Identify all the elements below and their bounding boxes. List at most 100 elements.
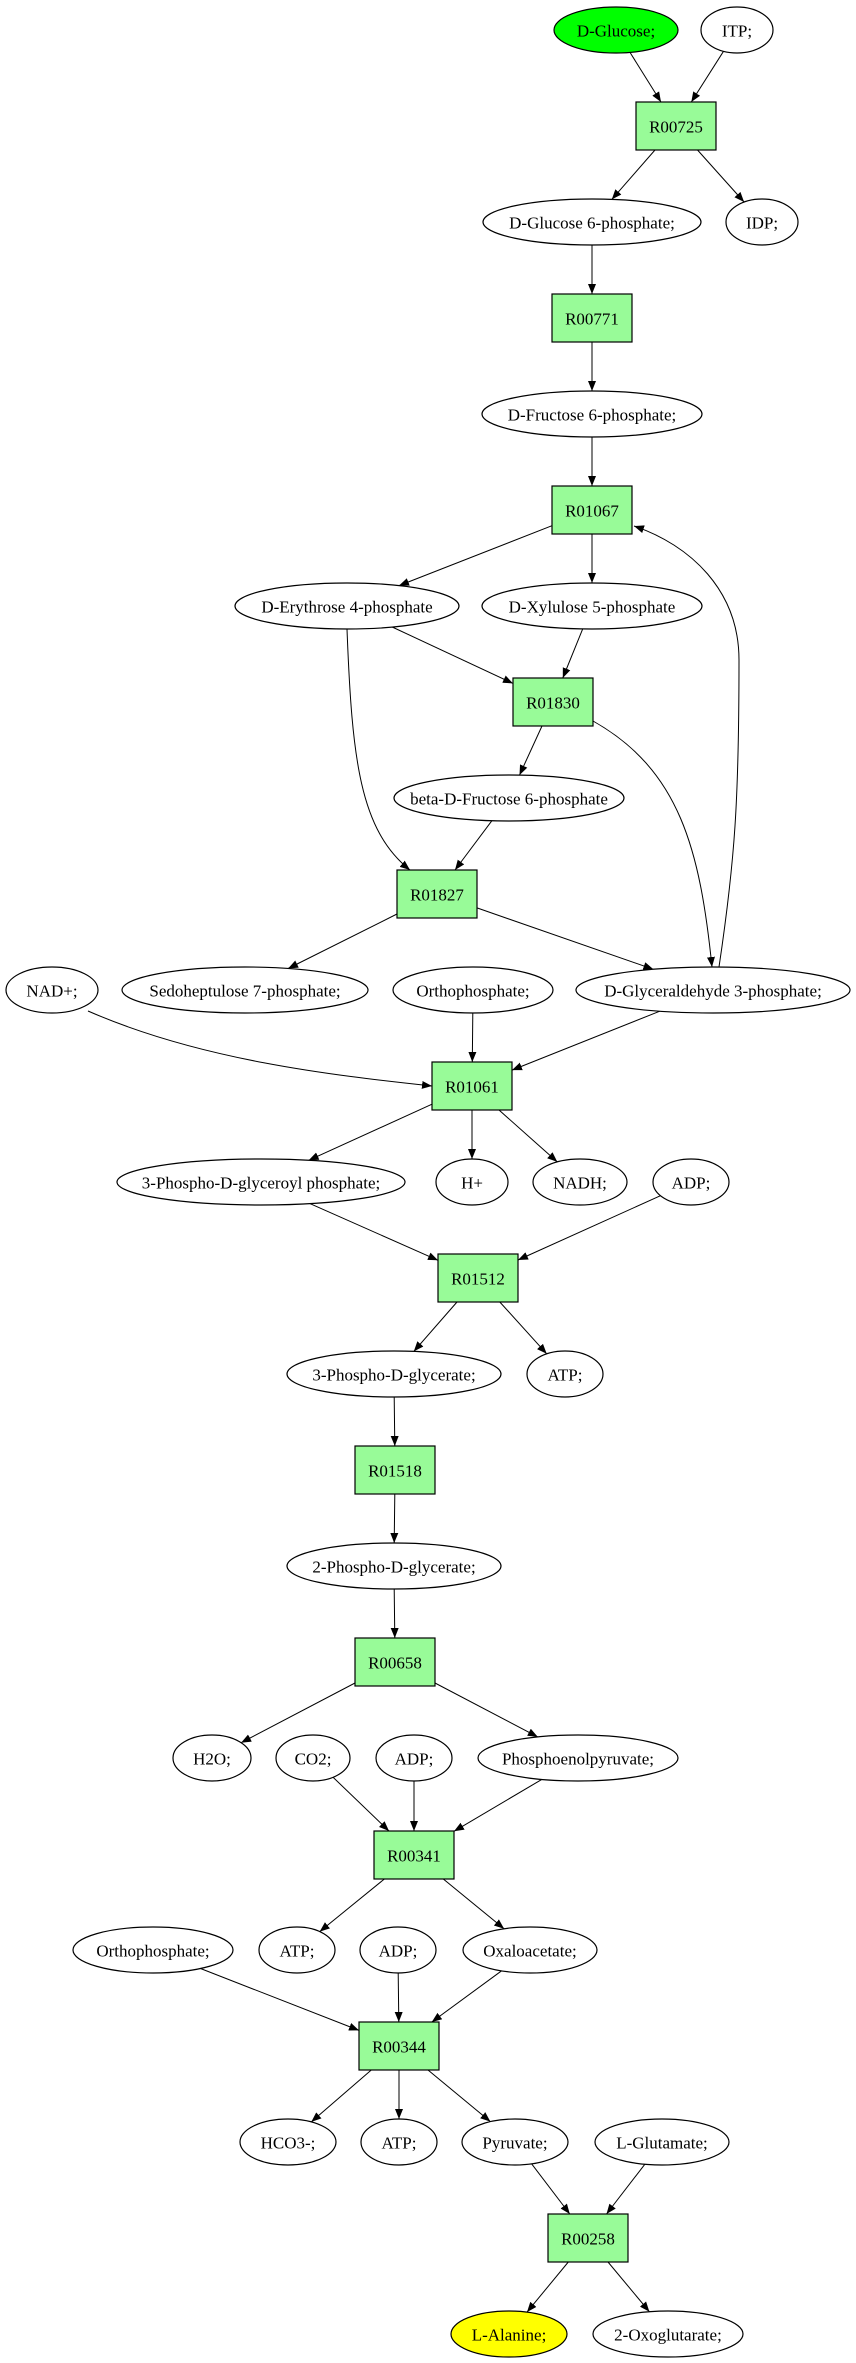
compound-node-pi2[interactable]: Orthophosphate;: [72, 1926, 234, 1974]
compound-node-glu[interactable]: L-Glutamate;: [594, 2118, 730, 2166]
compound-node-glc[interactable]: D-Glucose;: [553, 6, 679, 54]
node-label: R01061: [445, 1078, 499, 1097]
node-label: R00258: [561, 2230, 615, 2249]
edge-pg2-to-R00658: [390, 1588, 399, 1639]
compound-ellipse: [450, 2310, 568, 2358]
compound-node-adp2[interactable]: ADP;: [375, 1734, 453, 1782]
compound-node-pyr[interactable]: Pyruvate;: [461, 2118, 569, 2166]
node-label: ADP;: [672, 1174, 711, 1193]
reaction-node-R00658[interactable]: R00658: [354, 1637, 436, 1687]
compound-node-g3p[interactable]: D-Glyceraldehyde 3-phosphate;: [575, 966, 851, 1014]
node-label: HCO3-;: [261, 2134, 316, 2153]
node-label: D-Glyceraldehyde 3-phosphate;: [604, 982, 822, 1001]
node-label: L-Alanine;: [472, 2326, 547, 2345]
compound-node-adp1[interactable]: ADP;: [652, 1158, 730, 1206]
compound-node-oaa[interactable]: Oxaloacetate;: [462, 1926, 598, 1974]
node-label: Phosphoenolpyruvate;: [502, 1750, 654, 1769]
edge-R00344-to-pyr: [427, 2069, 491, 2122]
node-label: ADP;: [379, 1942, 418, 1961]
edge-R01830-to-g3p: [592, 720, 715, 968]
edges-layer: [87, 51, 745, 2313]
compound-node-atp2[interactable]: ATP;: [258, 1926, 336, 1974]
node-label: Orthophosphate;: [416, 982, 529, 1001]
node-label: IDP;: [746, 214, 778, 233]
reaction-node-R00344[interactable]: R00344: [358, 2021, 440, 2071]
node-label: ITP;: [722, 22, 752, 41]
node-label: R01827: [410, 886, 464, 905]
edge-pi2-to-R00344: [200, 1968, 360, 2031]
node-label: Pyruvate;: [482, 2134, 547, 2153]
compound-ellipse: [575, 966, 851, 1014]
node-label: Sedoheptulose 7-phosphate;: [149, 982, 340, 1001]
compound-node-bpg[interactable]: 3-Phospho-D-glyceroyl phosphate;: [116, 1158, 406, 1206]
reaction-box: [373, 1830, 455, 1880]
compound-ellipse: [592, 2310, 744, 2358]
compound-ellipse: [477, 1734, 679, 1782]
compound-node-g6p[interactable]: D-Glucose 6-phosphate;: [482, 198, 702, 246]
edge-adp3-to-R00344: [394, 1972, 403, 2023]
edge-glc-to-R00725: [629, 52, 662, 103]
edge-co2-to-R00341: [332, 1776, 390, 1832]
reaction-node-R01830[interactable]: R01830: [512, 677, 594, 727]
reaction-box: [512, 677, 594, 727]
node-label: H+: [461, 1174, 483, 1193]
node-label: D-Glucose;: [577, 22, 655, 41]
edge-R01830-to-bf6p: [519, 725, 543, 776]
compound-node-f6p[interactable]: D-Fructose 6-phosphate;: [481, 390, 703, 438]
edge-R00258-to-akg: [607, 2261, 650, 2313]
compound-node-itp[interactable]: ITP;: [700, 6, 774, 54]
reaction-node-R00725[interactable]: R00725: [635, 101, 717, 151]
node-label: CO2;: [295, 1750, 332, 1769]
reaction-node-R01512[interactable]: R01512: [437, 1253, 519, 1303]
edge-R00658-to-pep: [434, 1682, 539, 1738]
edge-R00341-to-oaa: [442, 1878, 505, 1930]
compound-node-adp3[interactable]: ADP;: [359, 1926, 437, 1974]
compound-node-atp3[interactable]: ATP;: [360, 2118, 438, 2166]
edge-pi1-to-R01061: [468, 1012, 477, 1063]
edge-pg3-to-R01518: [390, 1396, 399, 1447]
node-label: ATP;: [280, 1942, 315, 1961]
compound-node-pi1[interactable]: Orthophosphate;: [392, 966, 554, 1014]
compound-ellipse: [393, 774, 625, 822]
compound-node-pg3[interactable]: 3-Phospho-D-glycerate;: [286, 1350, 502, 1398]
compound-node-nadh[interactable]: NADH;: [532, 1158, 628, 1206]
compound-ellipse: [258, 1926, 336, 1974]
compound-node-idp[interactable]: IDP;: [725, 198, 799, 246]
compound-node-e4p[interactable]: D-Erythrose 4-phosphate: [234, 582, 460, 630]
reaction-node-R00258[interactable]: R00258: [547, 2213, 629, 2263]
compound-node-hco3[interactable]: HCO3-;: [239, 2118, 337, 2166]
node-label: ATP;: [548, 1366, 583, 1385]
compound-node-akg[interactable]: 2-Oxoglutarate;: [592, 2310, 744, 2358]
reaction-node-R00341[interactable]: R00341: [373, 1830, 455, 1880]
node-label: R01512: [451, 1270, 505, 1289]
reaction-node-R01061[interactable]: R01061: [431, 1061, 513, 1111]
reaction-box: [547, 2213, 629, 2263]
compound-node-pep[interactable]: Phosphoenolpyruvate;: [477, 1734, 679, 1782]
node-label: D-Fructose 6-phosphate;: [508, 406, 677, 425]
reaction-node-R01827[interactable]: R01827: [396, 869, 478, 919]
compound-node-h2o[interactable]: H2O;: [172, 1734, 252, 1782]
compound-ellipse: [275, 1734, 351, 1782]
edge-R01061-to-nadh: [498, 1109, 558, 1163]
compound-node-x5p[interactable]: D-Xylulose 5-phosphate: [481, 582, 703, 630]
node-label: R00341: [387, 1847, 441, 1866]
compound-ellipse: [392, 966, 554, 1014]
compound-node-nad[interactable]: NAD+;: [5, 966, 99, 1014]
compound-node-s7p[interactable]: Sedoheptulose 7-phosphate;: [121, 966, 369, 1014]
compound-node-co2[interactable]: CO2;: [275, 1734, 351, 1782]
compound-node-atp1[interactable]: ATP;: [526, 1350, 604, 1398]
reaction-node-R01518[interactable]: R01518: [354, 1445, 436, 1495]
reaction-node-R00771[interactable]: R00771: [551, 293, 633, 343]
compound-ellipse: [594, 2118, 730, 2166]
compound-ellipse: [121, 966, 369, 1014]
compound-node-ala[interactable]: L-Alanine;: [450, 2310, 568, 2358]
reaction-node-R01067[interactable]: R01067: [551, 485, 633, 535]
edge-R00725-to-idp: [697, 149, 745, 203]
edge-g3p-to-R01067: [633, 525, 740, 968]
compound-ellipse: [72, 1926, 234, 1974]
edge-glu-to-R00258: [606, 2163, 646, 2215]
compound-node-pg2[interactable]: 2-Phospho-D-glycerate;: [286, 1542, 502, 1590]
node-label: Oxaloacetate;: [483, 1942, 576, 1961]
compound-node-hplus[interactable]: H+: [435, 1158, 509, 1206]
compound-node-bf6p[interactable]: beta-D-Fructose 6-phosphate: [393, 774, 625, 822]
